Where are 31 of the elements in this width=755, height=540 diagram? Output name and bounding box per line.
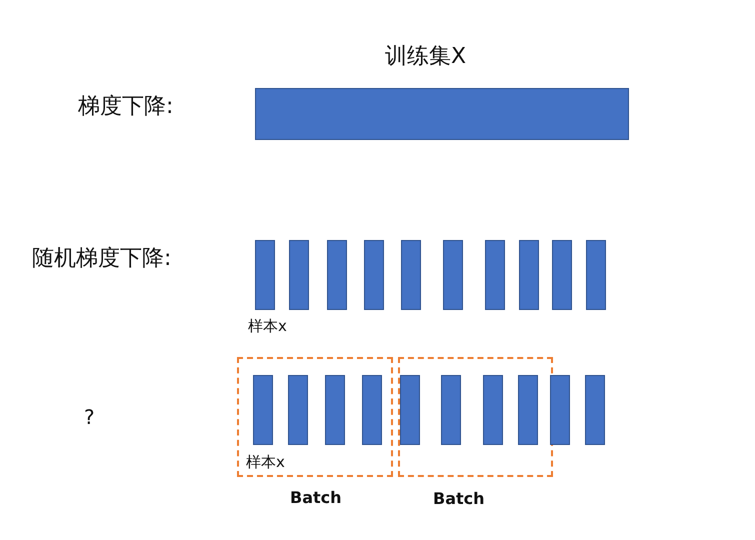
data-bar xyxy=(325,375,345,445)
sample-label: 样本x xyxy=(246,455,285,470)
data-bar xyxy=(253,375,273,445)
data-bar xyxy=(519,240,539,310)
row-label: 随机梯度下降: xyxy=(32,248,172,270)
data-bar xyxy=(485,240,505,310)
data-bar xyxy=(364,240,384,310)
data-bar xyxy=(441,375,461,445)
data-bar xyxy=(400,375,420,445)
data-bar xyxy=(550,375,570,445)
data-bar xyxy=(518,375,538,445)
title-text: 训练集X xyxy=(385,46,466,68)
data-bar xyxy=(483,375,503,445)
row-label: 梯度下降: xyxy=(78,96,174,118)
data-bar xyxy=(255,240,275,310)
data-bar xyxy=(255,88,629,140)
sample-label: 样本x xyxy=(248,319,287,334)
data-bar xyxy=(362,375,382,445)
data-bar xyxy=(327,240,347,310)
batch-box xyxy=(237,357,393,477)
batch-box xyxy=(398,357,553,477)
data-bar xyxy=(586,240,606,310)
data-bar xyxy=(585,375,605,445)
batch-label: Batch xyxy=(433,491,485,507)
data-bar xyxy=(443,240,463,310)
data-bar xyxy=(288,375,308,445)
data-bar xyxy=(552,240,572,310)
batch-label: Batch xyxy=(290,490,342,506)
data-bar xyxy=(289,240,309,310)
row-label: ? xyxy=(84,407,95,427)
data-bar xyxy=(401,240,421,310)
